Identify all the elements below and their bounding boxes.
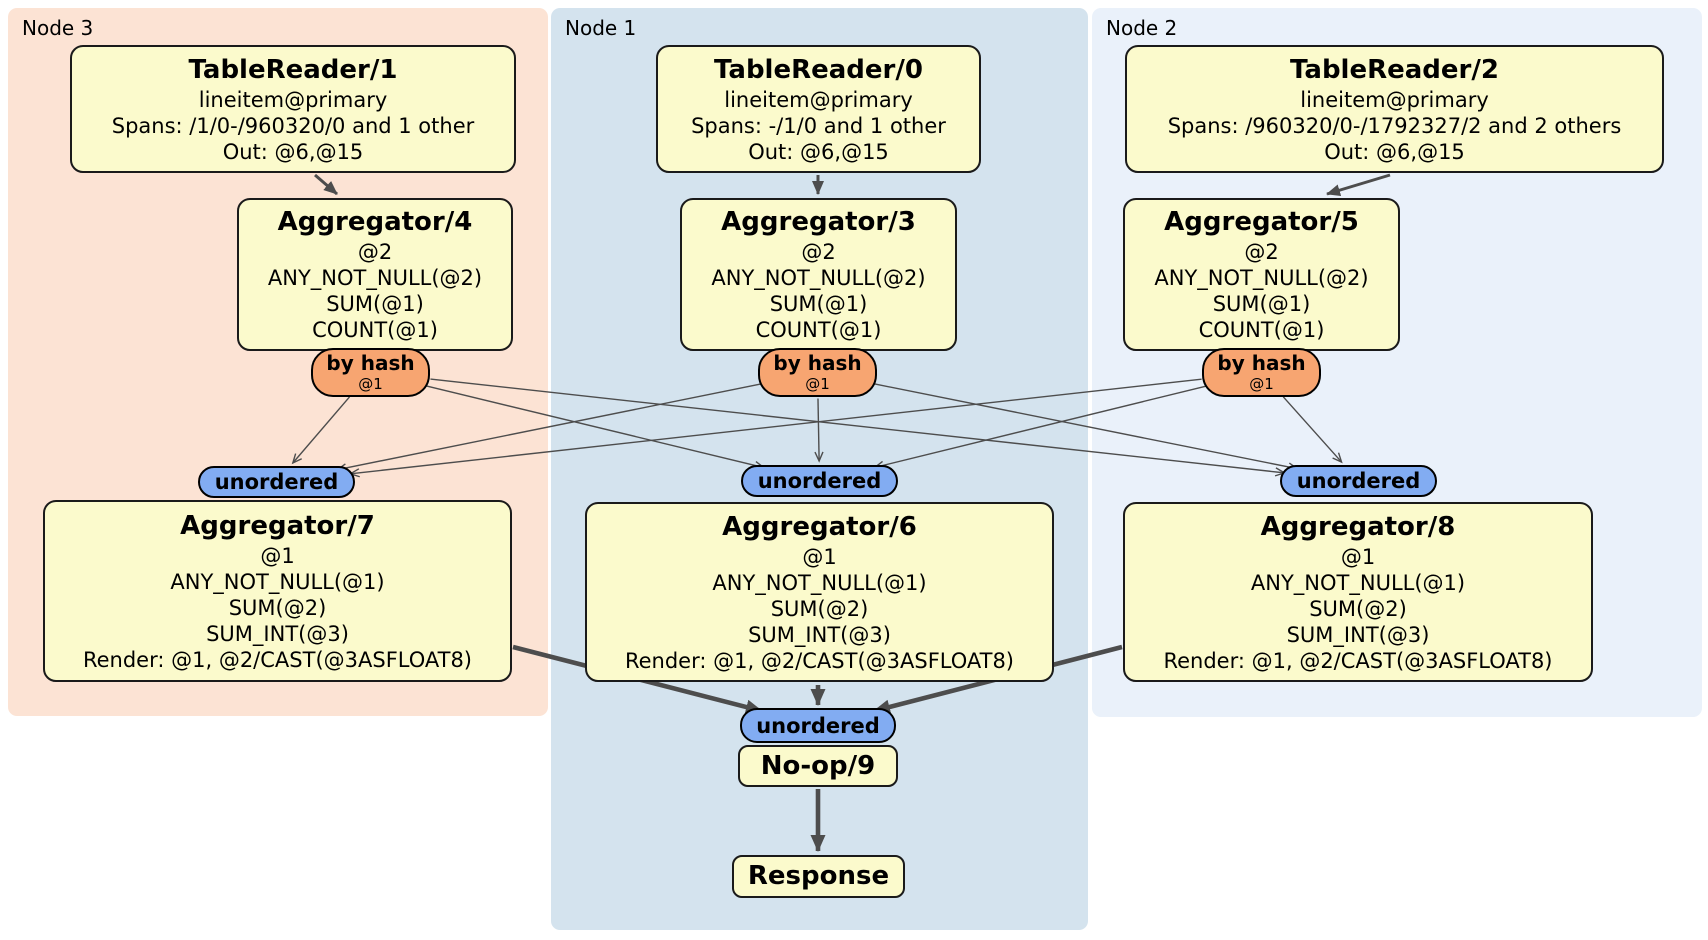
edge	[348, 378, 1202, 478]
node-aggregator-5: Aggregator/5 @2 ANY_NOT_NULL(@2) SUM(@1)…	[1123, 198, 1400, 351]
node-detail-line: ANY_NOT_NULL(@1)	[712, 570, 927, 595]
node-aggregator-8: Aggregator/8 @1 ANY_NOT_NULL(@1) SUM(@2)…	[1123, 502, 1593, 682]
node-detail-line: ANY_NOT_NULL(@1)	[1250, 570, 1466, 595]
node-title: TableReader/0	[714, 54, 923, 85]
node-detail-line: Out: @6,@15	[1324, 139, 1465, 164]
node-detail-line: Out: @6,@15	[222, 139, 364, 164]
node-title: Response	[747, 861, 890, 891]
node-detail-line: ANY_NOT_NULL(@1)	[170, 569, 385, 594]
node-detail-line: @2	[801, 240, 836, 264]
edge	[1282, 396, 1343, 464]
node-detail-line: SUM(@1)	[326, 292, 424, 316]
router-label: by hash	[773, 351, 862, 375]
node-detail-line: ANY_NOT_NULL(@2)	[711, 266, 926, 290]
stream-label: unordered	[214, 470, 339, 494]
edge	[291, 396, 351, 465]
node-detail-line: COUNT(@1)	[1198, 318, 1325, 342]
node-detail-line: Render: @1, @2/CAST(@3ASFLOAT8)	[1163, 648, 1553, 673]
node-detail-line: Spans: -/1/0 and 1 other	[691, 113, 946, 138]
node-title: TableReader/1	[188, 54, 398, 85]
node-title: Aggregator/3	[721, 207, 916, 237]
router-by-hash-5: by hash @1	[1202, 348, 1321, 397]
edge	[314, 173, 338, 196]
node-title: Aggregator/7	[180, 510, 375, 541]
node-detail-line: lineitem@primary	[198, 87, 388, 112]
stream-label: unordered	[1296, 469, 1421, 493]
router-key: @1	[805, 375, 830, 393]
node-response: Response	[732, 855, 905, 898]
node-detail-line: SUM(@2)	[228, 595, 327, 620]
node-detail-line: Render: @1, @2/CAST(@3ASFLOAT8)	[624, 648, 1015, 673]
group-node3-label: Node 3	[22, 16, 94, 40]
edge	[814, 398, 824, 463]
stream-label: unordered	[756, 713, 880, 738]
node-detail-line: @1	[260, 543, 295, 568]
node-title: TableReader/2	[1290, 54, 1499, 85]
node-title: Aggregator/8	[1260, 511, 1456, 542]
stream-unordered-7: unordered	[198, 466, 355, 498]
node-title: Aggregator/4	[277, 207, 473, 237]
node-noop-9: No-op/9	[738, 745, 898, 787]
node-detail-line: lineitem@primary	[724, 87, 913, 112]
node-aggregator-7: Aggregator/7 @1 ANY_NOT_NULL(@1) SUM(@2)…	[43, 500, 512, 682]
edge	[873, 383, 1300, 472]
edge	[335, 383, 762, 473]
node-title: Aggregator/6	[722, 511, 917, 542]
edge	[424, 384, 766, 470]
node-detail-line: SUM(@2)	[1309, 596, 1407, 621]
node-detail-line: SUM_INT(@3)	[206, 621, 349, 646]
node-aggregator-6: Aggregator/6 @1 ANY_NOT_NULL(@1) SUM(@2)…	[585, 502, 1054, 682]
node-detail-line: @2	[1244, 240, 1279, 264]
node-detail-line: ANY_NOT_NULL(@2)	[267, 266, 483, 290]
node-detail-line: Out: @6,@15	[748, 139, 889, 164]
group-node1-label: Node 1	[565, 16, 637, 40]
node-aggregator-4: Aggregator/4 @2 ANY_NOT_NULL(@2) SUM(@1)…	[237, 198, 513, 351]
router-by-hash-4: by hash @1	[311, 348, 430, 397]
stream-label: unordered	[757, 469, 882, 493]
stream-unordered-final: unordered	[740, 708, 896, 743]
edge	[430, 378, 1287, 477]
node-detail-line: Render: @1, @2/CAST(@3ASFLOAT8)	[82, 647, 473, 672]
node-detail-line: Spans: /1/0-/960320/0 and 1 other	[111, 113, 475, 138]
node-detail-line: @2	[357, 240, 393, 264]
node-title: Aggregator/5	[1164, 207, 1359, 237]
router-label: by hash	[1217, 351, 1306, 375]
node-detail-line: lineitem@primary	[1300, 87, 1489, 112]
node-detail-line: SUM(@1)	[1212, 292, 1311, 316]
node-detail-line: SUM(@2)	[770, 596, 869, 621]
node-detail-line: COUNT(@1)	[312, 318, 438, 342]
node-detail-line: @1	[802, 544, 837, 569]
node-detail-line: COUNT(@1)	[755, 318, 882, 342]
stream-unordered-6: unordered	[741, 465, 898, 497]
edge	[873, 384, 1209, 470]
router-key: @1	[358, 375, 383, 393]
router-label: by hash	[326, 351, 415, 375]
node-detail-line: @1	[1340, 544, 1376, 569]
node-detail-line: SUM_INT(@3)	[1286, 622, 1430, 647]
node-tablereader-2: TableReader/2 lineitem@primary Spans: /9…	[1125, 45, 1664, 173]
group-node2-label: Node 2	[1106, 16, 1178, 40]
node-detail-line: ANY_NOT_NULL(@2)	[1154, 266, 1369, 290]
node-aggregator-3: Aggregator/3 @2 ANY_NOT_NULL(@2) SUM(@1)…	[680, 198, 957, 351]
router-by-hash-3: by hash @1	[758, 348, 877, 397]
node-tablereader-1: TableReader/1 lineitem@primary Spans: /1…	[70, 45, 516, 173]
router-key: @1	[1249, 375, 1274, 393]
stream-unordered-8: unordered	[1280, 465, 1437, 497]
node-detail-line: SUM(@1)	[769, 292, 868, 316]
node-detail-line: SUM_INT(@3)	[748, 622, 891, 647]
node-title: No-op/9	[760, 750, 876, 781]
edge	[1326, 173, 1391, 196]
node-detail-line: Spans: /960320/0-/1792327/2 and 2 others	[1167, 113, 1622, 138]
node-tablereader-0: TableReader/0 lineitem@primary Spans: -/…	[656, 45, 981, 173]
